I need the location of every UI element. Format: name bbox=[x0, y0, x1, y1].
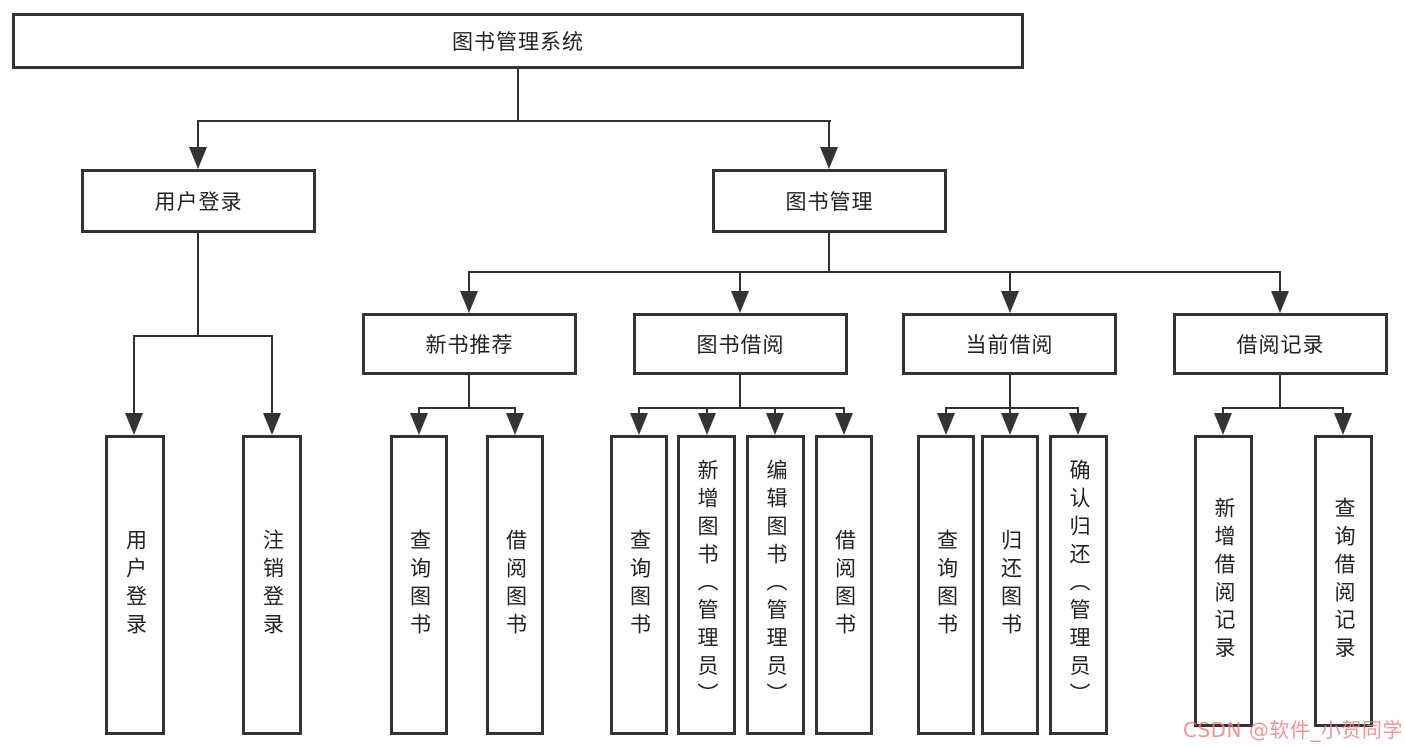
arrowhead-icon bbox=[1334, 413, 1352, 435]
edge-leaf-drop bbox=[945, 407, 947, 415]
edge-leaf-drop bbox=[638, 407, 640, 415]
leaf-borrow-book: 借阅图书 bbox=[815, 435, 873, 735]
edge-leaf-drop bbox=[843, 407, 845, 415]
leaf-add-book-admin: 新增图书（管理员） bbox=[677, 435, 736, 735]
edge-leaf-drop bbox=[774, 407, 776, 415]
node-label: 图书借阅 bbox=[696, 333, 785, 357]
node-label: 图书管理系统 bbox=[452, 30, 584, 54]
node-borrow-record: 借阅记录 bbox=[1173, 313, 1388, 375]
leaf-label: 注销登录 bbox=[260, 529, 285, 641]
edge-borrow-record-stem bbox=[1279, 375, 1281, 409]
edge-book-mgmt-branch bbox=[468, 271, 1281, 273]
leaf-label: 编辑图书（管理员） bbox=[764, 459, 788, 711]
edge-leaf-drop bbox=[514, 407, 516, 415]
edge-to-current-borrow bbox=[1009, 271, 1011, 293]
edge-root-stem bbox=[517, 69, 519, 122]
edge-leaf-drop bbox=[1077, 407, 1079, 415]
node-new-book-recommend: 新书推荐 bbox=[362, 313, 577, 375]
edge-root-branch bbox=[197, 120, 831, 122]
edge-book-borrow-branch bbox=[638, 407, 845, 409]
edge-to-book-management bbox=[828, 120, 830, 149]
edge-current-borrow-branch bbox=[945, 407, 1079, 409]
node-label: 新书推荐 bbox=[425, 333, 514, 357]
leaf-logout: 注销登录 bbox=[242, 435, 302, 735]
edge-leaf-drop bbox=[1222, 407, 1224, 415]
leaf-label: 借阅图书 bbox=[832, 529, 857, 641]
edge-leaf-drop bbox=[1009, 407, 1011, 415]
leaf-label: 用户登录 bbox=[123, 529, 148, 641]
leaf-borrow-books-recommend: 借阅图书 bbox=[486, 435, 544, 735]
arrowhead-icon bbox=[698, 413, 716, 435]
leaf-query-borrow-record: 查询借阅记录 bbox=[1314, 435, 1373, 727]
node-root-system: 图书管理系统 bbox=[12, 13, 1024, 69]
arrowhead-icon bbox=[460, 291, 478, 313]
arrowhead-icon bbox=[820, 147, 838, 169]
edge-to-leaf-logout bbox=[271, 335, 273, 415]
node-label: 当前借阅 bbox=[965, 333, 1054, 357]
leaf-query-books-recommend: 查询图书 bbox=[390, 435, 448, 735]
leaf-label: 新增借阅记录 bbox=[1212, 497, 1236, 665]
arrowhead-icon bbox=[125, 413, 143, 435]
edge-to-leaf-login bbox=[133, 335, 135, 415]
csdn-watermark: CSDN @软件_小贺同学 bbox=[1183, 718, 1403, 742]
arrowhead-icon bbox=[766, 413, 784, 435]
leaf-query-books-current: 查询图书 bbox=[917, 435, 975, 735]
node-book-borrow: 图书借阅 bbox=[633, 313, 848, 375]
leaf-label: 查询图书 bbox=[627, 529, 652, 641]
leaf-label: 确认归还（管理员） bbox=[1067, 459, 1091, 711]
node-book-management: 图书管理 bbox=[712, 169, 947, 233]
arrowhead-icon bbox=[1271, 291, 1289, 313]
arrowhead-icon bbox=[937, 413, 955, 435]
arrowhead-icon bbox=[1001, 413, 1019, 435]
node-user-login: 用户登录 bbox=[81, 169, 316, 233]
arrowhead-icon bbox=[835, 413, 853, 435]
edge-new-book-branch bbox=[418, 407, 516, 409]
edge-leaf-drop bbox=[706, 407, 708, 415]
leaf-label: 查询图书 bbox=[407, 529, 432, 641]
node-label: 借阅记录 bbox=[1236, 333, 1325, 357]
arrowhead-icon bbox=[731, 291, 749, 313]
arrowhead-icon bbox=[263, 413, 281, 435]
leaf-confirm-return-admin: 确认归还（管理员） bbox=[1049, 435, 1108, 735]
edge-current-borrow-stem bbox=[1009, 375, 1011, 409]
edge-book-mgmt-stem bbox=[828, 233, 830, 273]
edge-user-login-branch bbox=[133, 335, 273, 337]
node-label: 图书管理 bbox=[785, 190, 874, 214]
edge-borrow-record-branch bbox=[1222, 407, 1344, 409]
arrowhead-icon bbox=[506, 413, 524, 435]
leaf-label: 归还图书 bbox=[998, 529, 1023, 641]
arrowhead-icon bbox=[189, 147, 207, 169]
edge-leaf-drop bbox=[418, 407, 420, 415]
arrowhead-icon bbox=[630, 413, 648, 435]
edge-to-borrow-record bbox=[1279, 271, 1281, 293]
leaf-user-login: 用户登录 bbox=[105, 435, 165, 735]
leaf-add-borrow-record: 新增借阅记录 bbox=[1194, 435, 1253, 727]
leaf-query-books-borrow: 查询图书 bbox=[610, 435, 668, 735]
arrowhead-icon bbox=[1214, 413, 1232, 435]
edge-to-user-login bbox=[197, 120, 199, 149]
edge-user-login-stem bbox=[197, 233, 199, 337]
arrowhead-icon bbox=[410, 413, 428, 435]
edge-new-book-stem bbox=[468, 375, 470, 409]
leaf-edit-book-admin: 编辑图书（管理员） bbox=[746, 435, 805, 735]
node-current-borrow: 当前借阅 bbox=[902, 313, 1117, 375]
edge-leaf-drop bbox=[1342, 407, 1344, 415]
arrowhead-icon bbox=[1001, 291, 1019, 313]
node-label: 用户登录 bbox=[154, 190, 243, 214]
edge-book-borrow-stem bbox=[739, 375, 741, 409]
leaf-label: 新增图书（管理员） bbox=[695, 459, 719, 711]
edge-to-new-book bbox=[468, 271, 470, 293]
leaf-label: 查询借阅记录 bbox=[1332, 497, 1356, 665]
arrowhead-icon bbox=[1069, 413, 1087, 435]
edge-to-book-borrow bbox=[739, 271, 741, 293]
leaf-label: 借阅图书 bbox=[503, 529, 528, 641]
leaf-label: 查询图书 bbox=[934, 529, 959, 641]
leaf-return-book: 归还图书 bbox=[981, 435, 1039, 735]
